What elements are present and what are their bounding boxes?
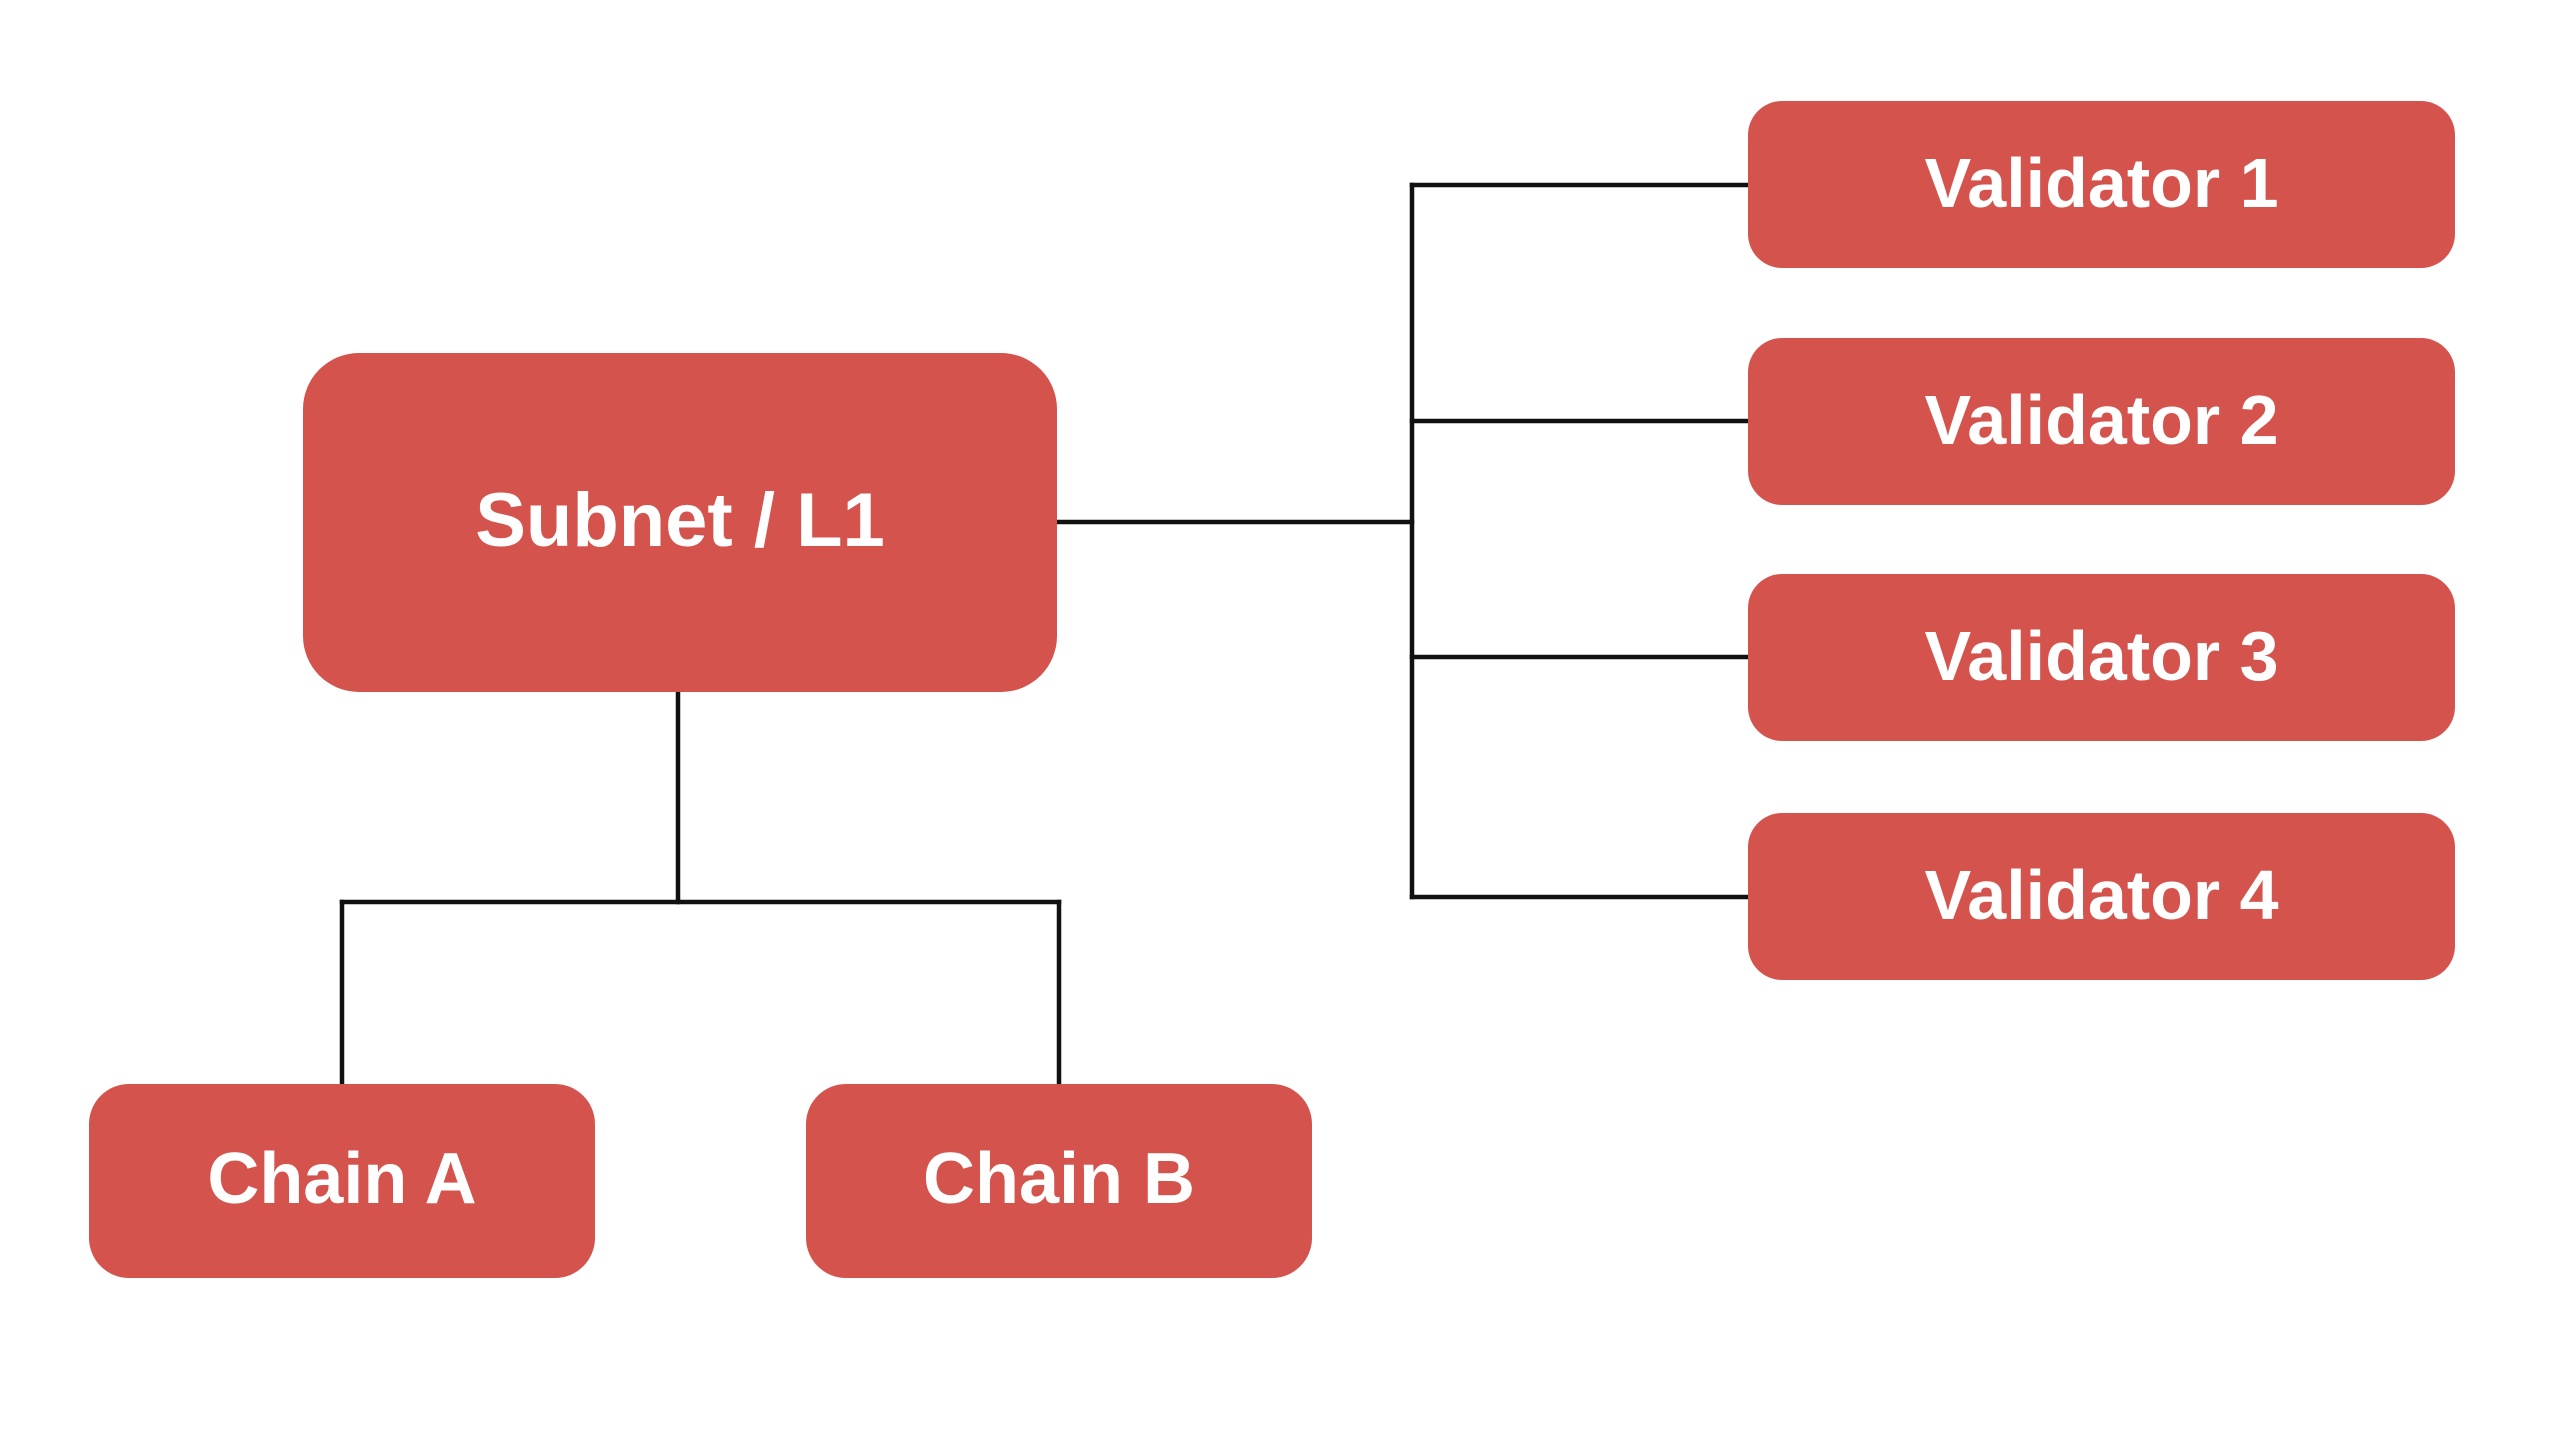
node-validator-1-label: Validator 1 — [1924, 143, 2279, 222]
node-chain-b: Chain B — [806, 1084, 1312, 1278]
node-validator-1: Validator 1 — [1748, 101, 2455, 268]
node-chain-a-label: Chain A — [207, 1139, 477, 1219]
node-validator-3: Validator 3 — [1748, 574, 2455, 741]
node-chain-b-label: Chain B — [922, 1139, 1195, 1219]
node-validator-2-label: Validator 2 — [1924, 380, 2279, 459]
node-validator-4: Validator 4 — [1748, 813, 2455, 980]
node-validator-3-label: Validator 3 — [1924, 616, 2279, 695]
node-validator-4-label: Validator 4 — [1924, 855, 2279, 934]
node-subnet-l1: Subnet / L1 — [303, 353, 1057, 692]
node-validator-2: Validator 2 — [1748, 338, 2455, 505]
node-chain-a: Chain A — [89, 1084, 595, 1278]
node-subnet-l1-label: Subnet / L1 — [475, 477, 885, 563]
